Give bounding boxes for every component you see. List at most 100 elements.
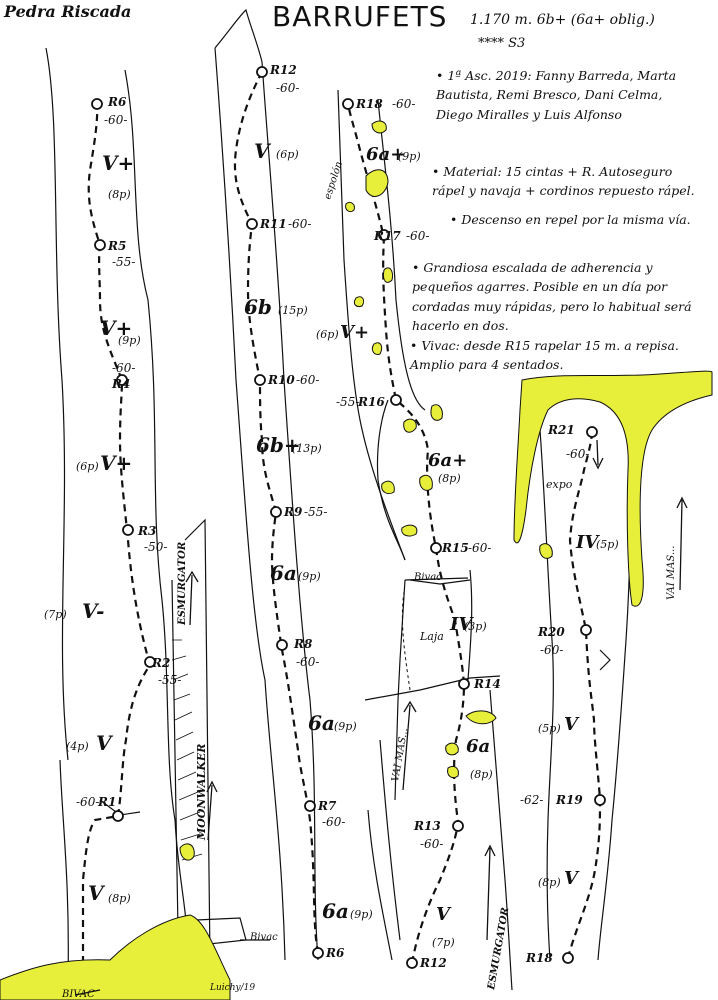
pitch-bolts: (6p) [316,328,339,341]
yellow-wall [513,370,713,607]
variant-route-label: ESMURGATOR [177,542,188,626]
belay-r20: R20 [537,625,565,639]
pitch-bolts: (9p) [398,150,421,163]
pitch-grade: V+ [100,451,132,475]
belay-length: -50- [144,540,167,554]
pitch-grade: V- [82,599,104,623]
belay-r9: R9 [283,505,303,519]
belay-length: -60- [468,541,491,555]
pitch-grade: V [254,139,272,163]
bivac-label: BIVAC [61,989,95,1000]
belay-markers [91,66,606,969]
pitch-grade: V [88,881,106,905]
pitch-bolts: (9p) [118,334,141,347]
belay-r1: R1 [97,795,116,809]
belay-length: -60- [112,361,135,375]
belay-length: -60- [322,815,345,829]
pitch-bolts: (3p) [464,620,487,633]
pitch-bolts: (8p) [108,892,131,905]
belay-r7: R7 [317,799,337,813]
pitch-grade: V+ [100,316,132,340]
pitch-grade: 6a+ [428,450,467,471]
belay-length: -60- [392,97,415,111]
belay-length: -60- [420,837,443,851]
pitch-grade: 6a [308,711,335,735]
pitch-bolts: (4p) [66,740,89,753]
pitch-bolts: (8p) [108,188,131,201]
equipment-note: • Material: 15 cintas + R. Autoseguro rá… [432,164,695,199]
variant-route-label: ESMURGATOR [486,907,511,992]
belay-length: -60- [76,795,99,809]
column-1-route [81,103,152,975]
route-rating: **** S3 [478,36,526,51]
pitch-grade: V [96,731,114,755]
belay-length: -55- [112,255,135,269]
belay-r17: R17 [373,229,401,243]
column-3-rock [337,89,513,991]
pitch-grade: 6b+ [256,433,301,457]
variant-route-label: MOONWALKER [195,744,208,841]
descent-note: • Descenso en repel por la misma vía. [450,212,691,227]
belay-r21: R21 [547,423,575,437]
pitch-grade: V [564,868,580,889]
pitch-bolts: (15p) [278,304,308,317]
column-4-route [566,431,602,959]
belay-r2: R2 [151,656,170,670]
signature: Luichy/19 [209,983,255,993]
variant-label: VAI MAS... [666,546,677,600]
belay-length: -60- [296,655,319,669]
belay-length: -60- [296,373,319,387]
belay-length: -62- [520,793,543,807]
belay-r13: R13 [413,819,441,833]
belay-r10: R10 [267,373,295,387]
pitch-grade: V [564,714,580,735]
belay-r18: R18 [355,97,383,111]
pitch-bolts: (5p) [538,722,561,735]
bivouac-note: • Vivac: desde R15 rapelar 15 m. a repis… [410,338,679,373]
pitch-bolts: (8p) [470,768,493,781]
first-ascent-note: • 1ª Asc. 2019: Fanny Barreda, Marta Bau… [436,68,677,122]
column-2-route [233,71,320,954]
belay-length: -60- [566,447,589,461]
pitch-grade: IV [449,614,474,635]
exposure-label: expo [546,478,573,491]
belay-length: -60- [104,113,127,127]
belay-r3: R3 [137,524,156,538]
pitch-bolts: (13p) [292,442,322,455]
climbing-style-note: • Grandiosa escalada de adherencia y peq… [412,260,692,334]
pitch-grade: V [436,904,452,925]
slab-label: Laja [419,630,444,643]
pitch-bolts: (7p) [44,608,67,621]
belay-r6: R6 [325,946,345,960]
belay-r12: R12 [269,63,297,77]
pitch-grade: 6a [270,561,297,585]
belay-r6: R6 [107,95,127,109]
location-title: Pedra Riscada [4,2,132,21]
moonwalker-band [171,639,203,861]
belay-r12: R12 [419,956,447,970]
belay-r18: R18 [525,951,553,965]
belay-r11: R11 [259,217,287,231]
pitch-bolts: (6p) [76,460,99,473]
bivac-label: Bivac [249,932,278,943]
route-stats: 1.170 m. 6b+ (6a+ oblig.) [470,12,655,28]
belay-r5: R5 [107,239,126,253]
belay-r16: R16 [357,395,385,409]
belay-r4: R4 [111,377,130,391]
belay-r14: R14 [473,677,501,691]
column-2-rock [171,8,319,961]
moss-patches [0,120,553,1000]
pitch-bolts: (8p) [538,876,561,889]
belay-r19: R19 [555,793,583,807]
bivac-ledges [74,579,471,996]
variant-arrows [185,439,688,941]
pitch-grade: V+ [102,151,134,175]
variant-label: VAI MAS... [390,727,410,782]
pitch-bolts: (6p) [276,148,299,161]
belay-length: -60- [406,229,429,243]
route-name: BARRUFETS [272,0,448,33]
pitch-bolts: (9p) [334,720,357,733]
pitch-grade: 6a [322,899,349,923]
pitch-bolts: (5p) [596,538,619,551]
